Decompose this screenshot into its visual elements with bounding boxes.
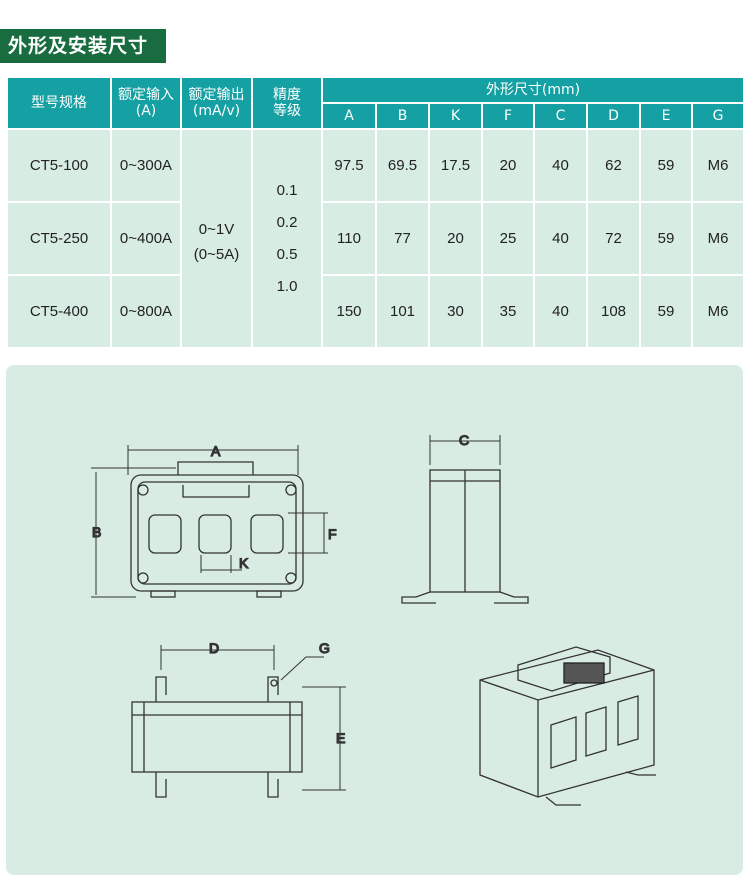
cell-dim-f: 35 [481,274,535,349]
cell-input: 0~400A [110,201,182,276]
cell-dim-f: 25 [481,201,535,276]
cell-dim-k: 17.5 [428,128,483,203]
accuracy-value: 0.2 [276,213,298,231]
label-c: C [459,432,469,448]
cell-dim-e: 59 [639,201,693,276]
label-g: G [319,640,330,656]
cell-dim-b: 69.5 [375,128,430,203]
header-dim-c: C [533,102,588,130]
cell-dim-a: 150 [321,274,377,349]
header-dim-e: E [639,102,693,130]
isometric-view-drawing [479,646,656,806]
cell-input: 0~800A [110,274,182,349]
cell-accuracy: 0.1 0.2 0.5 1.0 [251,128,323,349]
cell-dim-a: 110 [321,201,377,276]
cell-dim-c: 40 [533,128,588,203]
header-dim-k: K [428,102,483,130]
label-b: B [92,524,101,540]
output-line2: (0~5A) [193,246,240,263]
cell-dim-d: 72 [586,201,641,276]
cell-dim-c: 40 [533,274,588,349]
dimension-drawings: A B F K C D G E [91,431,656,806]
accuracy-value: 1.0 [276,277,298,295]
cell-model: CT5-100 [6,128,112,203]
side-view-drawing [401,435,529,604]
cell-dim-k: 20 [428,201,483,276]
cell-dim-d: 62 [586,128,641,203]
header-accuracy: 精度等级 [251,76,323,130]
header-model: 型号规格 [6,76,112,130]
header-dim-g: G [690,102,746,130]
label-e: E [336,730,345,746]
cell-dim-b: 101 [375,274,430,349]
cell-dim-e: 59 [639,128,693,203]
cell-dim-k: 30 [428,274,483,349]
bottom-view-drawing [131,645,346,798]
cell-dim-g: M6 [690,274,746,349]
accuracy-value: 0.1 [276,181,298,199]
header-dim-a: A [321,102,377,130]
header-dim-b: B [375,102,430,130]
header-dim-f: F [481,102,535,130]
header-output: 额定输出(mA/v) [180,76,253,130]
cell-dim-e: 59 [639,274,693,349]
cell-dim-d: 108 [586,274,641,349]
section-title: 外形及安装尺寸 [0,29,166,63]
label-f: F [328,526,337,542]
cell-model: CT5-250 [6,201,112,276]
label-a: A [211,443,221,459]
header-input: 额定输入(A) [110,76,182,130]
cell-output: 0~1V (0~5A) [180,128,253,349]
accuracy-value: 0.5 [276,245,298,263]
cell-dim-a: 97.5 [321,128,377,203]
cell-input: 0~300A [110,128,182,203]
cell-dim-b: 77 [375,201,430,276]
cell-dim-g: M6 [690,201,746,276]
label-d: D [209,640,219,656]
cell-dim-g: M6 [690,128,746,203]
drawing-panel: A B F K C D G E [6,365,743,875]
label-k: K [239,555,249,571]
front-view-drawing [91,445,328,598]
header-dims: 外形尺寸(mm) [320,76,746,104]
cell-model: CT5-400 [6,274,112,349]
output-line1: 0~1V [198,221,235,238]
header-dim-d: D [586,102,641,130]
cell-dim-c: 40 [533,201,588,276]
cell-dim-f: 20 [481,128,535,203]
